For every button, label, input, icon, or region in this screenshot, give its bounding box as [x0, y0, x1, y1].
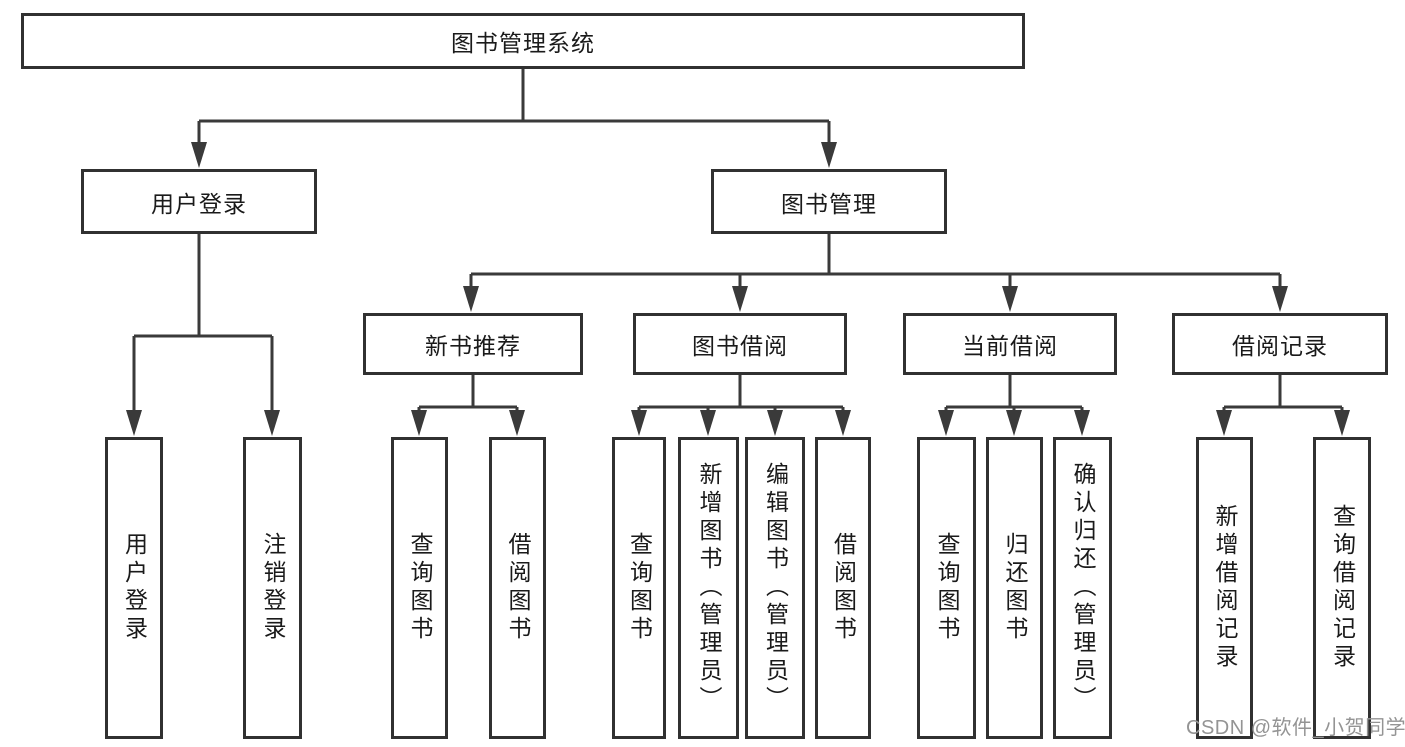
leaf-label: 借阅图书 — [830, 532, 857, 644]
leaf-label: 查询图书 — [407, 532, 433, 644]
leaf-add-books-admin: 新增图书（管理员） — [678, 437, 739, 739]
leaf-label: 注销登录 — [260, 532, 286, 644]
leaf-label: 新增图书（管理员） — [696, 462, 722, 714]
leaf-borrow-books-recommend: 借阅图书 — [489, 437, 546, 739]
leaf-edit-books-admin: 编辑图书（管理员） — [745, 437, 805, 739]
node-label: 用户登录 — [151, 190, 247, 217]
csdn-watermark: CSDN @软件_小贺同学 — [1186, 717, 1405, 739]
leaf-label: 查询图书 — [934, 532, 960, 644]
leaf-logout-login: 注销登录 — [243, 437, 302, 739]
node-label: 图书管理系统 — [451, 30, 595, 56]
node-user-login: 用户登录 — [81, 169, 317, 234]
node-new-book-recommendation: 新书推荐 — [363, 313, 583, 375]
leaf-user-login: 用户登录 — [105, 437, 163, 739]
leaf-label: 新增借阅记录 — [1212, 504, 1238, 672]
leaf-add-borrow-record: 新增借阅记录 — [1196, 437, 1253, 739]
node-label: 当前借阅 — [962, 333, 1058, 359]
leaf-query-books-current: 查询图书 — [917, 437, 976, 739]
leaf-label: 查询图书 — [626, 532, 653, 644]
node-library-management-system: 图书管理系统 — [21, 13, 1025, 69]
node-book-borrowing: 图书借阅 — [633, 313, 847, 375]
leaf-label: 用户登录 — [121, 532, 148, 644]
leaf-label: 查询借阅记录 — [1329, 504, 1356, 672]
leaf-query-books-borrow: 查询图书 — [612, 437, 666, 739]
node-label: 借阅记录 — [1232, 333, 1328, 359]
node-label: 新书推荐 — [425, 333, 521, 359]
leaf-confirm-return-admin: 确认归还（管理员） — [1053, 437, 1112, 739]
node-current-borrowing: 当前借阅 — [903, 313, 1117, 375]
leaf-label: 确认归还（管理员） — [1070, 462, 1096, 714]
leaf-label: 归还图书 — [1002, 532, 1028, 644]
leaf-query-borrow-record: 查询借阅记录 — [1313, 437, 1371, 739]
node-label: 图书管理 — [781, 190, 877, 217]
leaf-label: 借阅图书 — [505, 532, 531, 644]
node-book-management: 图书管理 — [711, 169, 947, 234]
node-label: 图书借阅 — [692, 333, 788, 359]
node-borrowing-records: 借阅记录 — [1172, 313, 1388, 375]
leaf-label: 编辑图书（管理员） — [762, 462, 789, 714]
leaf-borrow-books: 借阅图书 — [815, 437, 871, 739]
leaf-return-books: 归还图书 — [986, 437, 1043, 739]
leaf-query-books-recommend: 查询图书 — [391, 437, 448, 739]
